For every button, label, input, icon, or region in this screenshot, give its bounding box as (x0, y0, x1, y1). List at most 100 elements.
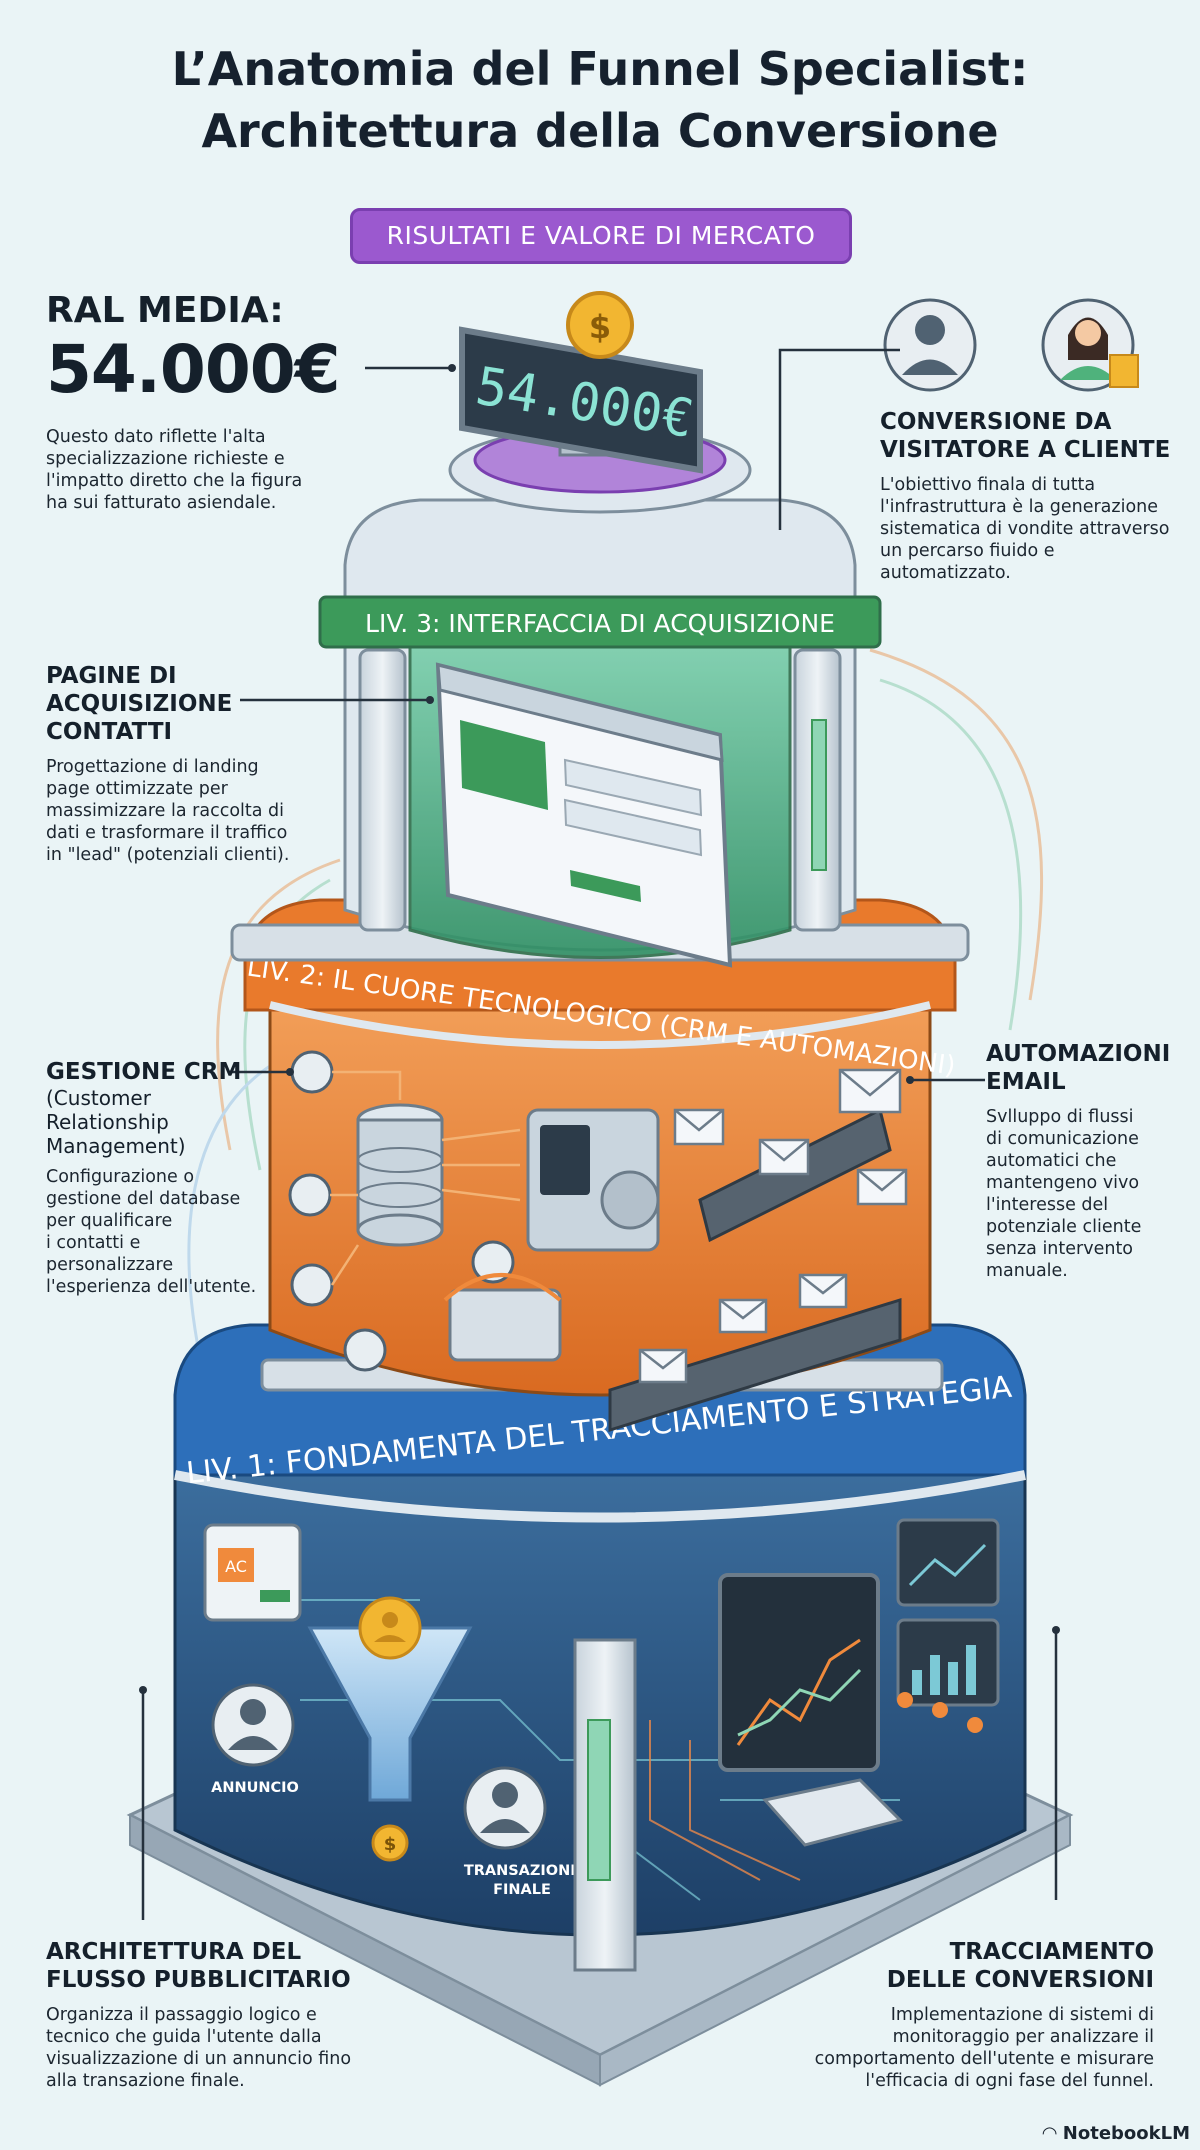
pages-desc-line: dati e trasformare il traffico (46, 823, 288, 843)
annuncio-label: ANNUNCIO (211, 1780, 299, 1796)
top-coin-symbol: $ (589, 308, 611, 346)
level-3-acquisition-interface: LIV. 3: INTERFACCIA DI ACQUISIZIONE (230, 498, 970, 968)
transazione-label-2: FINALE (493, 1882, 551, 1898)
customer-avatar-icon (1041, 298, 1139, 392)
email-heading: AUTOMAZIONI EMAIL (986, 1040, 1192, 1096)
pages-heading: PAGINE DI ACQUISIZIONE CONTATTI (46, 662, 336, 746)
tracking-desc-line: monitoraggio per analizzare il (892, 2027, 1154, 2047)
flow-heading-line: ARCHITETTURA DEL (46, 1939, 302, 1965)
tracking-desc-line: l'efficacia di ogni fase del funnel. (865, 2071, 1154, 2091)
email-desc-line: Svlluppo di flussi (986, 1107, 1134, 1127)
tracking-desc-line: comportamento dell'utente e misurare (814, 2049, 1154, 2069)
conversion-heading: CONVERSIONE DA VISITATORE A CLIENTE (880, 408, 1192, 464)
conversion-heading-line: VISITATORE A CLIENTE (880, 437, 1171, 463)
ral-desc-line: specializzazione richieste e (46, 449, 285, 469)
email-desc-line: l'interesse del (986, 1195, 1109, 1215)
crm-desc-line: personalizzare (46, 1255, 174, 1275)
conversion-desc-line: L'obiettivo finala di tutta (880, 475, 1096, 495)
contact-icons (288, 1050, 515, 1372)
salary-display: 54.000€ $ (448, 291, 752, 514)
tracking-heading-line: DELLE CONVERSIONI (886, 1967, 1154, 1993)
flow-heading-line: FLUSSO PUBBLICITARIO (46, 1967, 351, 1993)
email-desc-line: mantengeno vivo (986, 1173, 1140, 1193)
crm-desc-line: l'esperienza dell'utente. (46, 1277, 257, 1297)
visitor-avatar-icon (883, 298, 977, 392)
ral-block: RAL MEDIA: 54.000€ Questo dato riflette … (46, 290, 366, 514)
conversion-heading-line: CONVERSIONE DA (880, 409, 1112, 435)
email-heading-line: AUTOMAZIONI (986, 1041, 1171, 1067)
ad-icon-label: AC (225, 1557, 247, 1576)
flow-heading: ARCHITETTURA DEL FLUSSO PUBBLICITARIO (46, 1938, 406, 1994)
pages-desc-line: page ottimizzate per (46, 779, 228, 799)
brand-label: NotebookLM (1062, 2123, 1190, 2144)
ral-desc-line: l'impatto diretto che la figura (46, 471, 303, 491)
email-desc-line: manuale. (986, 1261, 1068, 1281)
crm-subheading-line: Management) (46, 1134, 186, 1158)
flow-desc-line: alla transazione finale. (46, 2071, 245, 2091)
crm-description: Configurazione o gestione del database p… (46, 1166, 264, 1298)
tracking-heading-line: TRACCIAMENTO (949, 1939, 1154, 1965)
email-automation-block: AUTOMAZIONI EMAIL Svlluppo di flussi di … (986, 1040, 1192, 1282)
crm-desc-line: gestione del database (46, 1189, 241, 1209)
ral-desc-line: Questo dato riflette l'alta (46, 427, 266, 447)
crm-subheading-line: (Customer (46, 1086, 151, 1110)
crm-desc-line: per qualificare (46, 1211, 173, 1231)
acquisition-pages-block: PAGINE DI ACQUISIZIONE CONTATTI Progetta… (46, 662, 336, 866)
transazione-label-1: TRANSAZIONE (464, 1863, 580, 1879)
crm-block: GESTIONE CRM (Customer Relationship Mana… (46, 1058, 264, 1298)
email-desc-line: di comunicazione (986, 1129, 1139, 1149)
crm-database-icon (356, 1103, 444, 1247)
coin-icon (566, 291, 634, 359)
pages-heading-line: PAGINE DI (46, 663, 177, 689)
flow-desc-line: Organizza il passaggio logico e (46, 2005, 317, 2025)
tracking-description: Implementazione di sistemi di monitoragg… (790, 2004, 1154, 2092)
notebooklm-brand: ◠ NotebookLM (1043, 2123, 1190, 2144)
ral-description: Questo dato riflette l'alta specializzaz… (46, 426, 366, 514)
level-2-crm-automation: LIV. 2: IL CUORE TECNOLOGICO (CRM E AUTO… (243, 898, 957, 1433)
tracking-heading: TRACCIAMENTO DELLE CONVERSIONI (790, 1938, 1154, 1994)
flow-desc-line: tecnico che guida l'utente dalla (46, 2027, 322, 2047)
email-heading-line: EMAIL (986, 1069, 1066, 1095)
level-3-label: LIV. 3: INTERFACCIA DI ACQUISIZIONE (365, 609, 835, 638)
pages-heading-line: CONTATTI (46, 719, 173, 745)
ral-value: 54.000€ (46, 331, 341, 408)
pages-heading-line: ACQUISIZIONE (46, 691, 233, 717)
ral-label: RAL MEDIA: (46, 290, 284, 331)
conversion-desc-line: automatizzato. (880, 563, 1011, 583)
market-value-badge: RISULTATI E VALORE DI MERCATO (350, 208, 852, 264)
conversion-desc-line: un percarso fiuido e (880, 541, 1055, 561)
conversion-tracking-block: TRACCIAMENTO DELLE CONVERSIONI Implement… (790, 1938, 1154, 2092)
crm-desc-line: i contatti e (46, 1233, 141, 1253)
conversion-description: L'obiettivo finala di tutta l'infrastrut… (880, 474, 1192, 584)
flow-desc-line: visualizzazione di un annuncio fino (46, 2049, 352, 2069)
conversion-block: CONVERSIONE DA VISITATORE A CLIENTE L'ob… (880, 408, 1192, 584)
ral-desc-line: ha sui fatturato asiendale. (46, 493, 277, 513)
level-1-foundation: AC $ ANNUNCIO TRANSAZIONE FINALE LI (173, 1323, 1027, 1972)
email-desc-line: automatici che (986, 1151, 1117, 1171)
crm-subheading: (Customer Relationship Management) (46, 1086, 264, 1158)
email-description: Svlluppo di flussi di comunicazione auto… (986, 1106, 1192, 1282)
conversion-desc-line: l'infrastruttura è la generazione (880, 497, 1159, 517)
crm-desc-line: Configurazione o (46, 1167, 195, 1187)
pages-desc-line: Progettazione di landing (46, 757, 259, 777)
flow-description: Organizza il passaggio logico e tecnico … (46, 2004, 406, 2092)
conversion-desc-line: sistematica di vondite attraverso (880, 519, 1170, 539)
title-line-2: Architettura della Conversione (201, 104, 999, 158)
coin-symbol: $ (384, 1834, 397, 1855)
email-desc-line: potenziale cliente (986, 1217, 1142, 1237)
crm-subheading-line: Relationship (46, 1110, 169, 1134)
page-title: L’Anatomia del Funnel Specialist: Archit… (0, 38, 1200, 162)
email-desc-line: senza intervento (986, 1239, 1134, 1259)
pages-desc-line: massimizzare la raccolta di (46, 801, 285, 821)
pages-desc-line: in "lead" (potenziali clienti). (46, 845, 290, 865)
ad-flow-architecture-block: ARCHITETTURA DEL FLUSSO PUBBLICITARIO Or… (46, 1938, 406, 2092)
tracking-desc-line: Implementazione di sistemi di (890, 2005, 1154, 2025)
crm-heading: GESTIONE CRM (46, 1059, 242, 1085)
notebooklm-logo-icon: ◠ (1042, 2123, 1063, 2144)
leader-lines (141, 348, 1058, 1920)
email-envelope-icons (638, 1068, 908, 1384)
pages-description: Progettazione di landing page ottimizzat… (46, 756, 336, 866)
title-line-1: L’Anatomia del Funnel Specialist: (171, 42, 1029, 96)
landing-page-window-icon (435, 662, 733, 968)
